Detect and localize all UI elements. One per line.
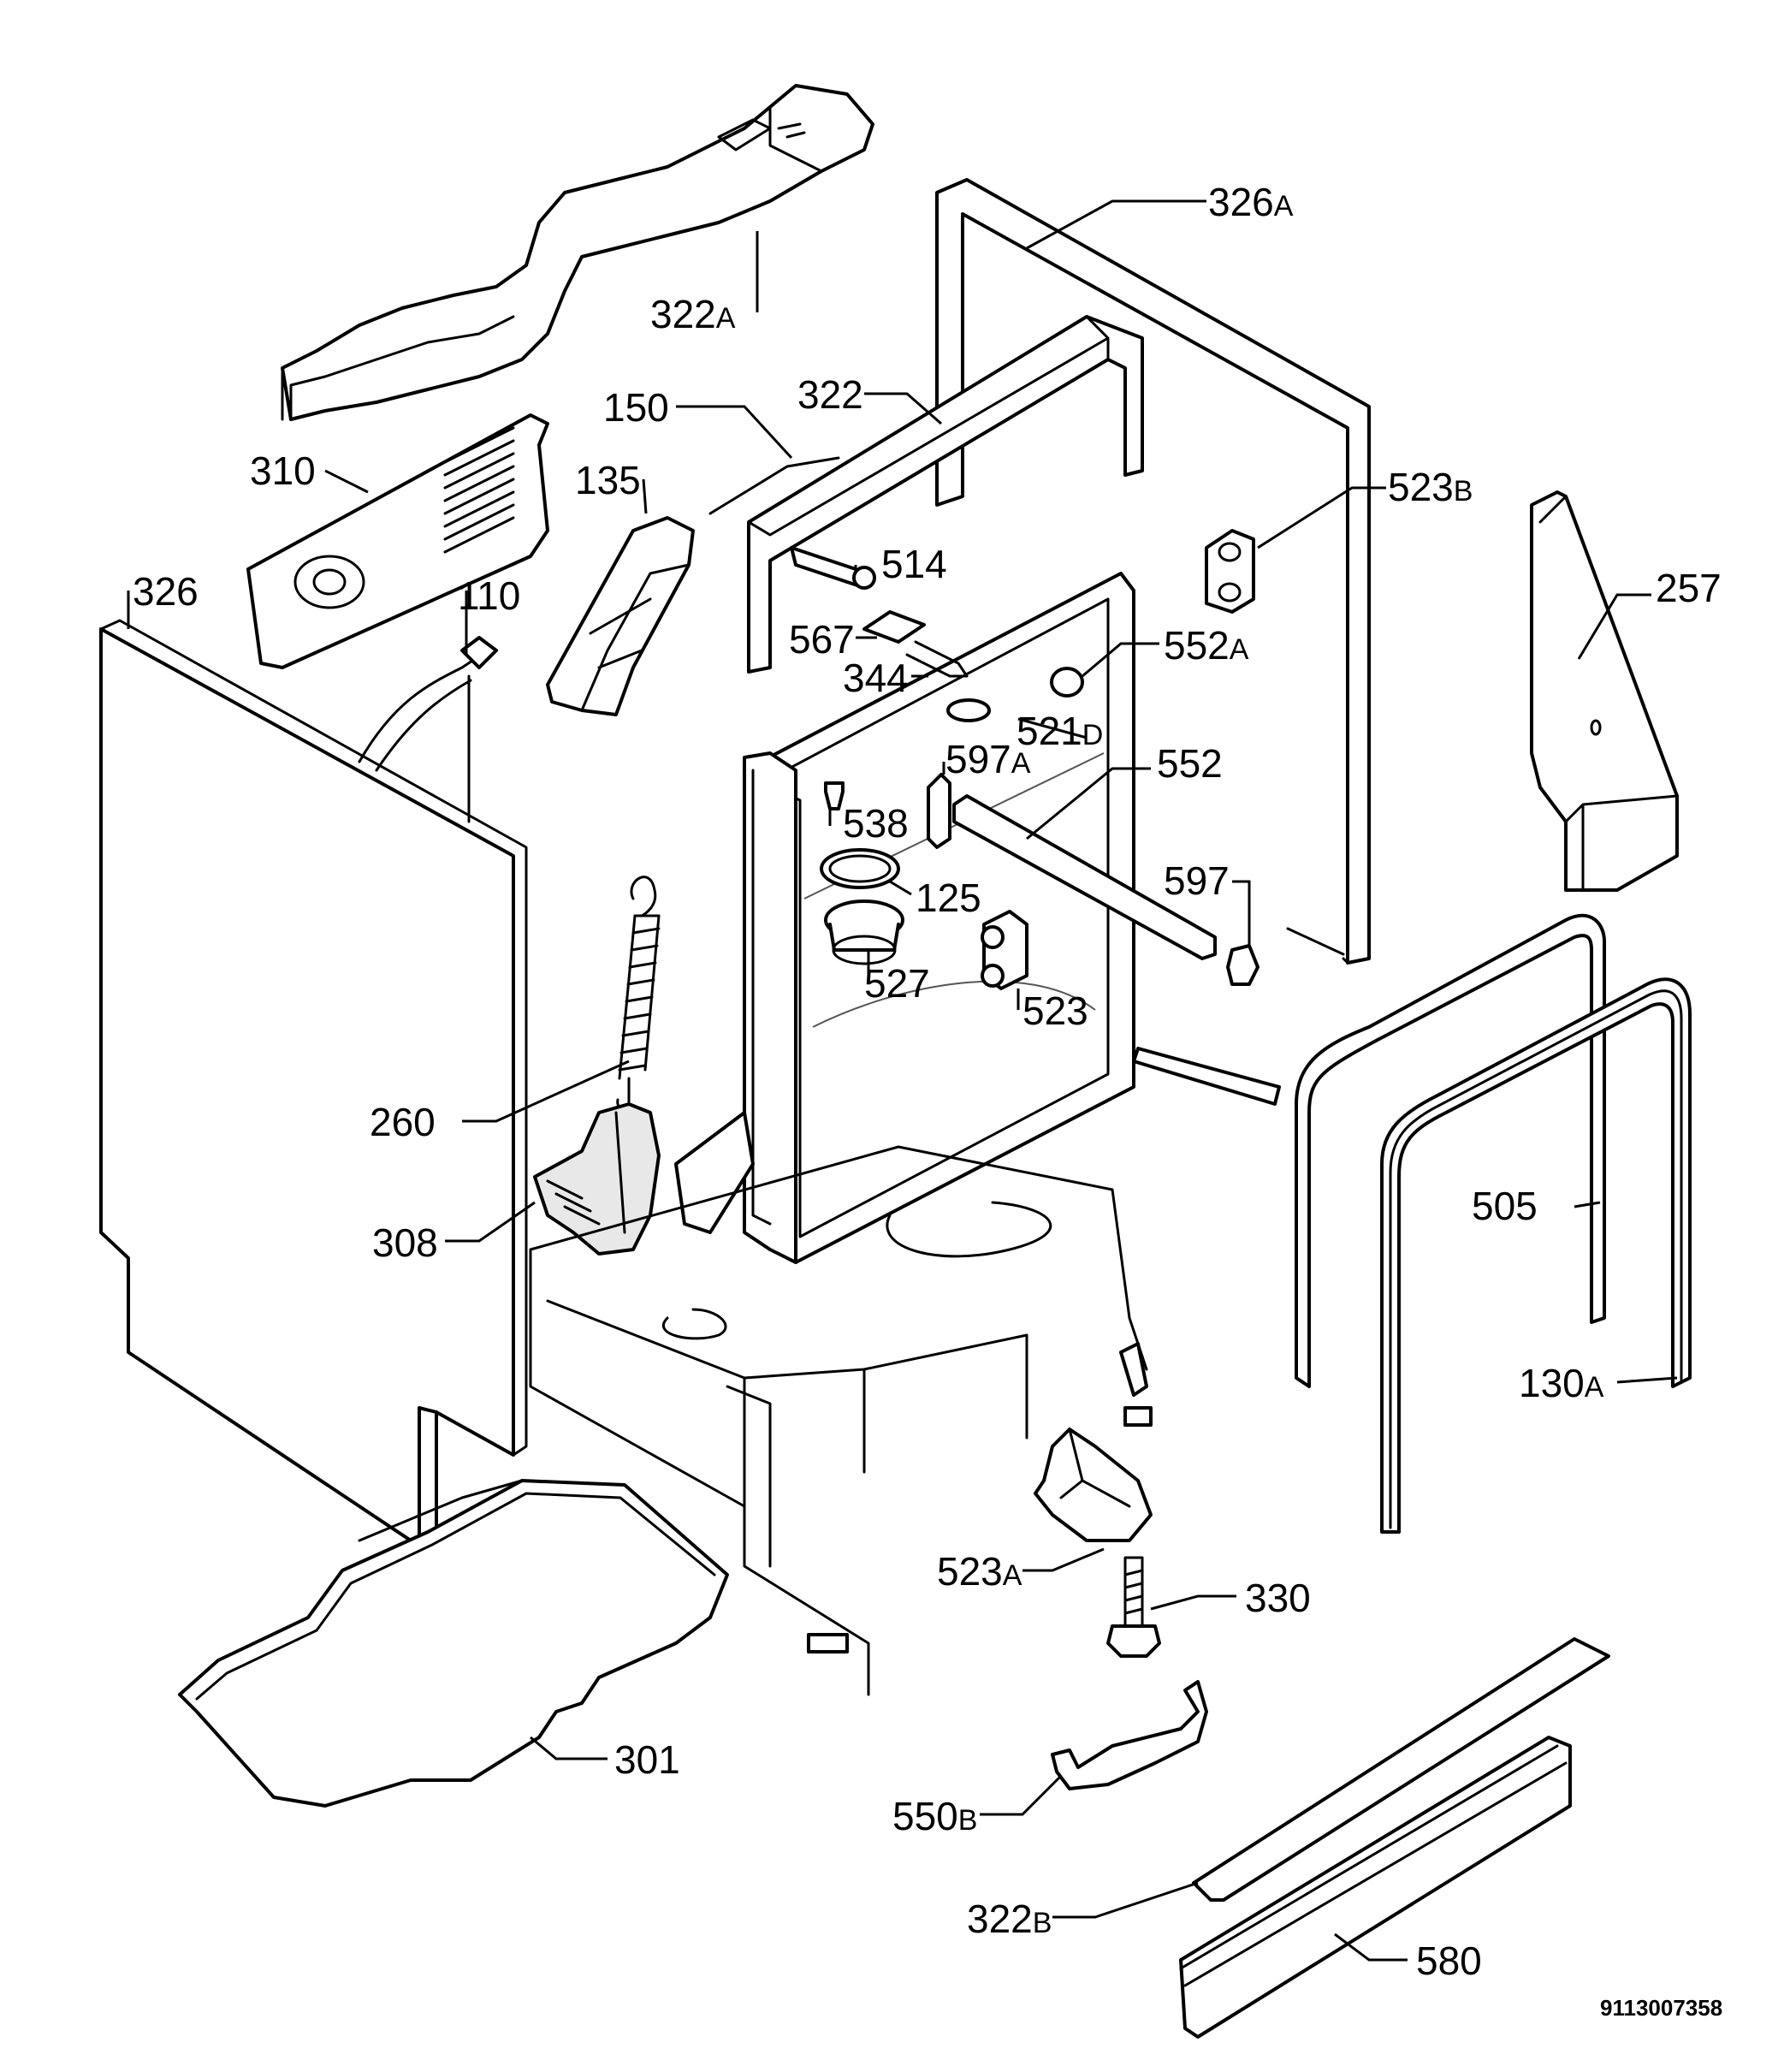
label-523B: 523B xyxy=(1388,465,1473,509)
part-322-frame xyxy=(747,315,1144,674)
part-552-rail xyxy=(952,794,1217,960)
part-521D-seal xyxy=(946,698,991,722)
part-base-frame xyxy=(529,1145,1153,1696)
label-257: 257 xyxy=(1656,566,1722,610)
label-125: 125 xyxy=(916,876,981,920)
part-326-side-panel xyxy=(99,619,528,1559)
part-135-air-duct xyxy=(546,516,695,716)
label-326: 326 xyxy=(133,569,199,614)
part-523B-bracket xyxy=(1205,529,1255,614)
part-523A-bracket xyxy=(1034,1428,1153,1542)
part-597A-holder xyxy=(927,773,951,849)
label-110: 110 xyxy=(458,573,520,618)
document-number: 9113007358 xyxy=(1600,1995,1722,2021)
label-344: 344 xyxy=(843,656,909,700)
part-110-drain-hose xyxy=(358,636,498,823)
part-326A-rear-panel xyxy=(935,178,1371,1106)
part-301-base-tray xyxy=(178,1479,729,1808)
part-308-door-hinge xyxy=(533,1102,661,1256)
label-538: 538 xyxy=(843,801,909,846)
label-322: 322 xyxy=(797,372,863,417)
label-135: 135 xyxy=(575,458,641,502)
label-514: 514 xyxy=(881,542,947,586)
label-527: 527 xyxy=(864,961,930,1006)
label-523: 523 xyxy=(1022,989,1088,1033)
part-505-door-gasket xyxy=(1295,913,1606,1388)
part-514-pin xyxy=(790,546,876,590)
label-330: 330 xyxy=(1245,1576,1311,1620)
part-552A-knob xyxy=(1050,667,1084,698)
label-597A: 597A xyxy=(945,737,1031,781)
label-505: 505 xyxy=(1472,1184,1538,1228)
label-326A: 326A xyxy=(1208,180,1294,224)
part-523-fitting xyxy=(981,910,1028,990)
part-257-side-block xyxy=(1530,490,1679,892)
label-322A: 322A xyxy=(650,292,736,336)
label-567: 567 xyxy=(789,617,855,662)
part-567-clip xyxy=(862,610,926,644)
part-538-screw xyxy=(824,781,845,810)
label-310: 310 xyxy=(250,448,316,493)
part-322B-lower-rail xyxy=(1192,1637,1610,1902)
part-322A-top-rail xyxy=(281,84,874,421)
label-260: 260 xyxy=(370,1100,436,1144)
part-527-nut xyxy=(824,899,904,965)
label-301: 301 xyxy=(614,1737,680,1782)
label-552A: 552A xyxy=(1164,623,1249,668)
part-inner-tub-frame xyxy=(674,572,1135,1264)
callout-labels: 326A 322A 322 150 310 135 523B 257 514 3… xyxy=(133,180,1722,1983)
leader-lines xyxy=(127,199,1678,1962)
label-550B: 550B xyxy=(892,1794,977,1838)
part-310-vent-grille xyxy=(246,413,549,669)
part-344-spring-clip xyxy=(905,640,969,678)
part-130A-outer-gasket xyxy=(1380,977,1692,1534)
part-550B-bracket xyxy=(1051,1680,1208,1790)
part-260-door-spring xyxy=(616,876,661,1110)
label-597: 597 xyxy=(1164,858,1230,903)
part-150-cover xyxy=(708,456,840,515)
label-521D: 521D xyxy=(1017,709,1103,753)
label-130A: 130A xyxy=(1519,1361,1604,1405)
label-552: 552 xyxy=(1157,741,1223,786)
part-125-o-ring xyxy=(820,848,900,889)
part-330-leveling-foot xyxy=(1106,1556,1161,1658)
label-580: 580 xyxy=(1416,1938,1482,1983)
label-322B: 322B xyxy=(967,1897,1052,1941)
label-150: 150 xyxy=(603,385,669,430)
label-523A: 523A xyxy=(937,1549,1022,1594)
part-580-kick-plate xyxy=(1179,1736,1572,2039)
label-308: 308 xyxy=(372,1220,438,1265)
part-597-end-cap xyxy=(1226,944,1260,986)
